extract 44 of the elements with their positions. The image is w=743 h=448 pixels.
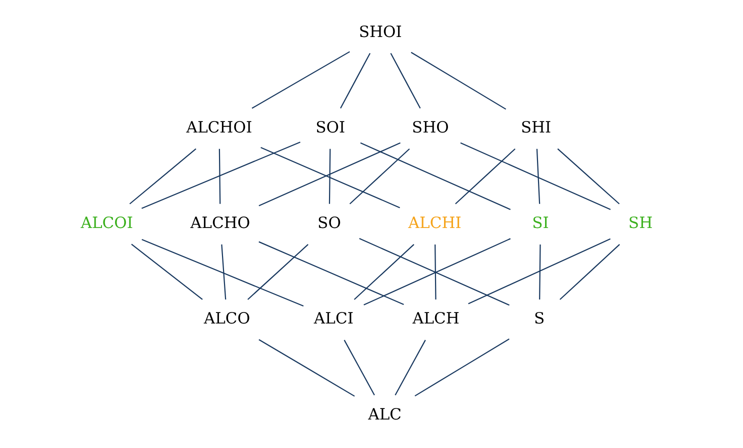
connector bbox=[410, 52, 506, 110]
connector bbox=[131, 244, 203, 300]
connector bbox=[221, 244, 226, 300]
connector bbox=[258, 339, 355, 397]
connector bbox=[247, 244, 308, 300]
node-text: SHO bbox=[412, 118, 449, 137]
connector bbox=[468, 238, 611, 304]
connector bbox=[560, 244, 620, 300]
node-text: S bbox=[534, 310, 545, 328]
node-text: ALCHOI bbox=[186, 118, 252, 137]
connector bbox=[218, 148, 221, 204]
node-text: SO bbox=[318, 214, 341, 232]
node-text: SHI bbox=[520, 118, 552, 137]
connector bbox=[394, 340, 426, 396]
node-text: ALCH bbox=[412, 310, 460, 328]
node-text: SH bbox=[628, 214, 653, 232]
node-text: SHOI bbox=[358, 22, 402, 41]
connector bbox=[460, 142, 611, 210]
connector bbox=[455, 148, 516, 204]
connector bbox=[390, 52, 421, 109]
node-text: ALCO bbox=[204, 310, 250, 328]
node-text: ALCHO bbox=[190, 214, 250, 232]
connector bbox=[557, 148, 620, 204]
connector bbox=[349, 148, 410, 204]
connector bbox=[539, 244, 541, 300]
node-text: ALCI bbox=[314, 310, 354, 328]
connector bbox=[354, 244, 414, 300]
connector bbox=[434, 244, 436, 300]
connector bbox=[129, 148, 196, 204]
connector bbox=[141, 142, 300, 209]
connector bbox=[340, 52, 371, 109]
connector bbox=[344, 340, 375, 396]
connector bbox=[414, 338, 510, 396]
connector bbox=[360, 142, 511, 210]
node-text: ALCHI bbox=[408, 214, 462, 232]
node-text: SI bbox=[532, 214, 549, 232]
connector bbox=[142, 238, 304, 307]
connector bbox=[252, 51, 350, 109]
node-text: ALCOI bbox=[80, 214, 134, 232]
node-text: SOI bbox=[316, 118, 346, 137]
node-text: ALC bbox=[368, 405, 402, 424]
connector bbox=[258, 241, 404, 306]
connector bbox=[328, 148, 331, 204]
connector bbox=[536, 148, 540, 204]
